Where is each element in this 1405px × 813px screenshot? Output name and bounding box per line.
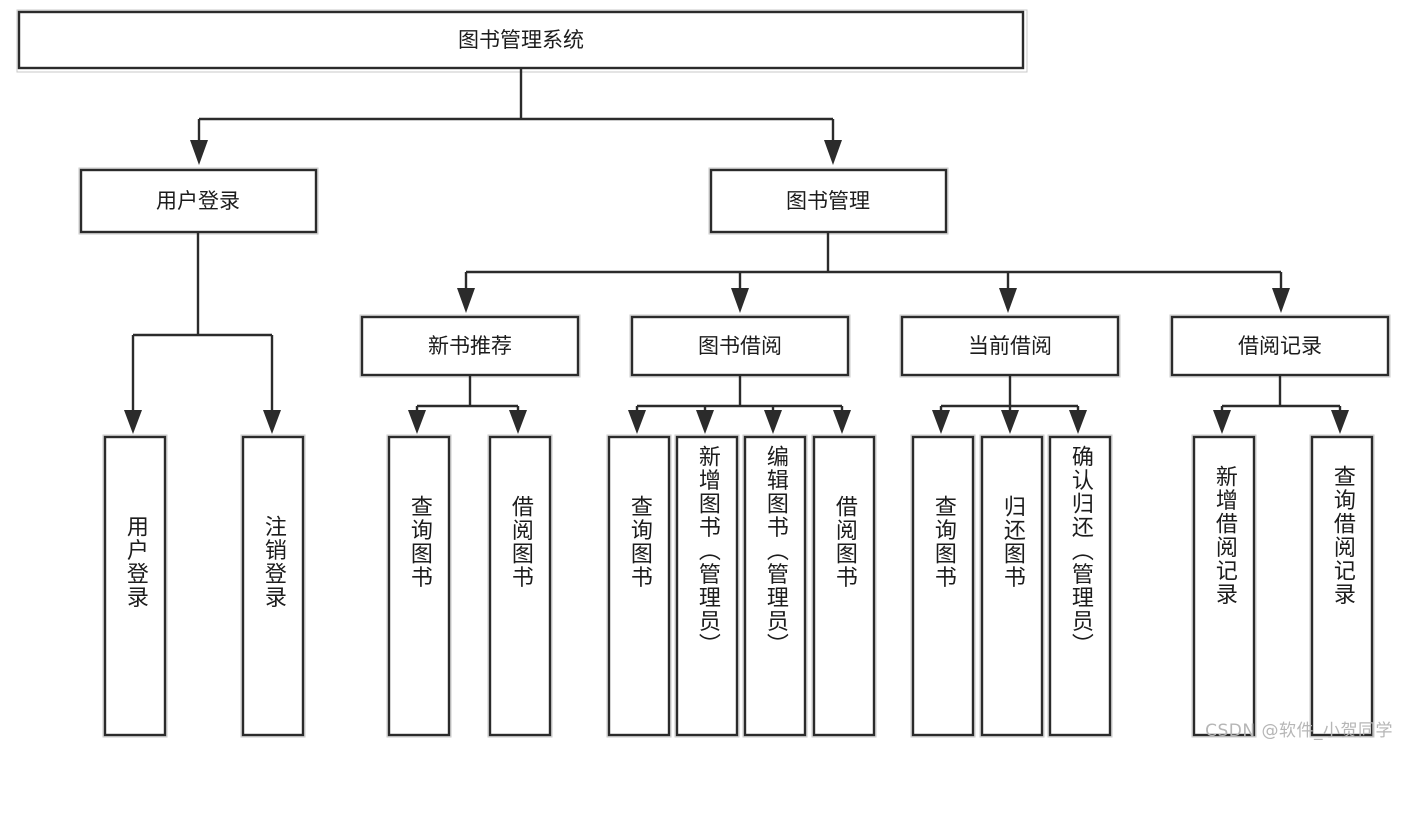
node-user-login[interactable]: 用户登录 <box>78 167 319 235</box>
connector-book-management-to-level3 <box>457 232 1290 313</box>
node-borrow-record[interactable]: 借阅记录 <box>1169 314 1391 378</box>
leaf-box-borrow-add-book[interactable] <box>674 434 740 738</box>
node-borrow-record-label: 借阅记录 <box>1238 334 1322 358</box>
leaf-box-current-query-book[interactable] <box>910 434 976 738</box>
node-book-borrow-label: 图书借阅 <box>698 334 782 358</box>
diagram-canvas: 图书管理系统 用户登录 图书管理 <box>16 9 1393 741</box>
leaf-box-recommend-query-book[interactable] <box>386 434 452 738</box>
leaf-box-record-query[interactable] <box>1309 434 1375 738</box>
node-new-book-recommend[interactable]: 新书推荐 <box>359 314 581 378</box>
leaf-box-record-add[interactable] <box>1191 434 1257 738</box>
node-book-management-label: 图书管理 <box>786 189 870 213</box>
leaf-box-user-login[interactable] <box>102 434 168 738</box>
leaf-box-logout-login[interactable] <box>240 434 306 738</box>
node-user-login-label: 用户登录 <box>156 189 240 213</box>
tree-diagram-svg: 图书管理系统 用户登录 图书管理 <box>16 9 1391 738</box>
csdn-watermark: CSDN @软件_小贺同学 <box>1205 721 1393 741</box>
connector-current-borrow-to-leaves <box>932 375 1087 434</box>
leaf-box-borrow-edit-book[interactable] <box>742 434 808 738</box>
leaf-box-borrow-query-book[interactable] <box>606 434 672 738</box>
leaf-box-borrow-lend-book[interactable] <box>811 434 877 738</box>
node-root[interactable]: 图书管理系统 <box>16 9 1028 73</box>
node-root-label: 图书管理系统 <box>458 28 584 52</box>
connector-root-to-level2 <box>190 68 842 165</box>
node-current-borrow-label: 当前借阅 <box>968 334 1052 358</box>
node-book-borrow[interactable]: 图书借阅 <box>629 314 851 378</box>
leaf-box-current-return-book[interactable] <box>979 434 1045 738</box>
node-book-management[interactable]: 图书管理 <box>708 167 949 235</box>
node-new-book-recommend-label: 新书推荐 <box>428 334 512 358</box>
connector-borrow-record-to-leaves <box>1213 375 1349 434</box>
connector-user-login-to-leaves <box>124 232 281 434</box>
leaf-box-recommend-borrow-book[interactable] <box>487 434 553 738</box>
connector-new-book-recommend-to-leaves <box>408 375 527 434</box>
connector-book-borrow-to-leaves <box>628 375 851 434</box>
leaf-box-current-confirm-return[interactable] <box>1047 434 1113 738</box>
node-current-borrow[interactable]: 当前借阅 <box>899 314 1121 378</box>
